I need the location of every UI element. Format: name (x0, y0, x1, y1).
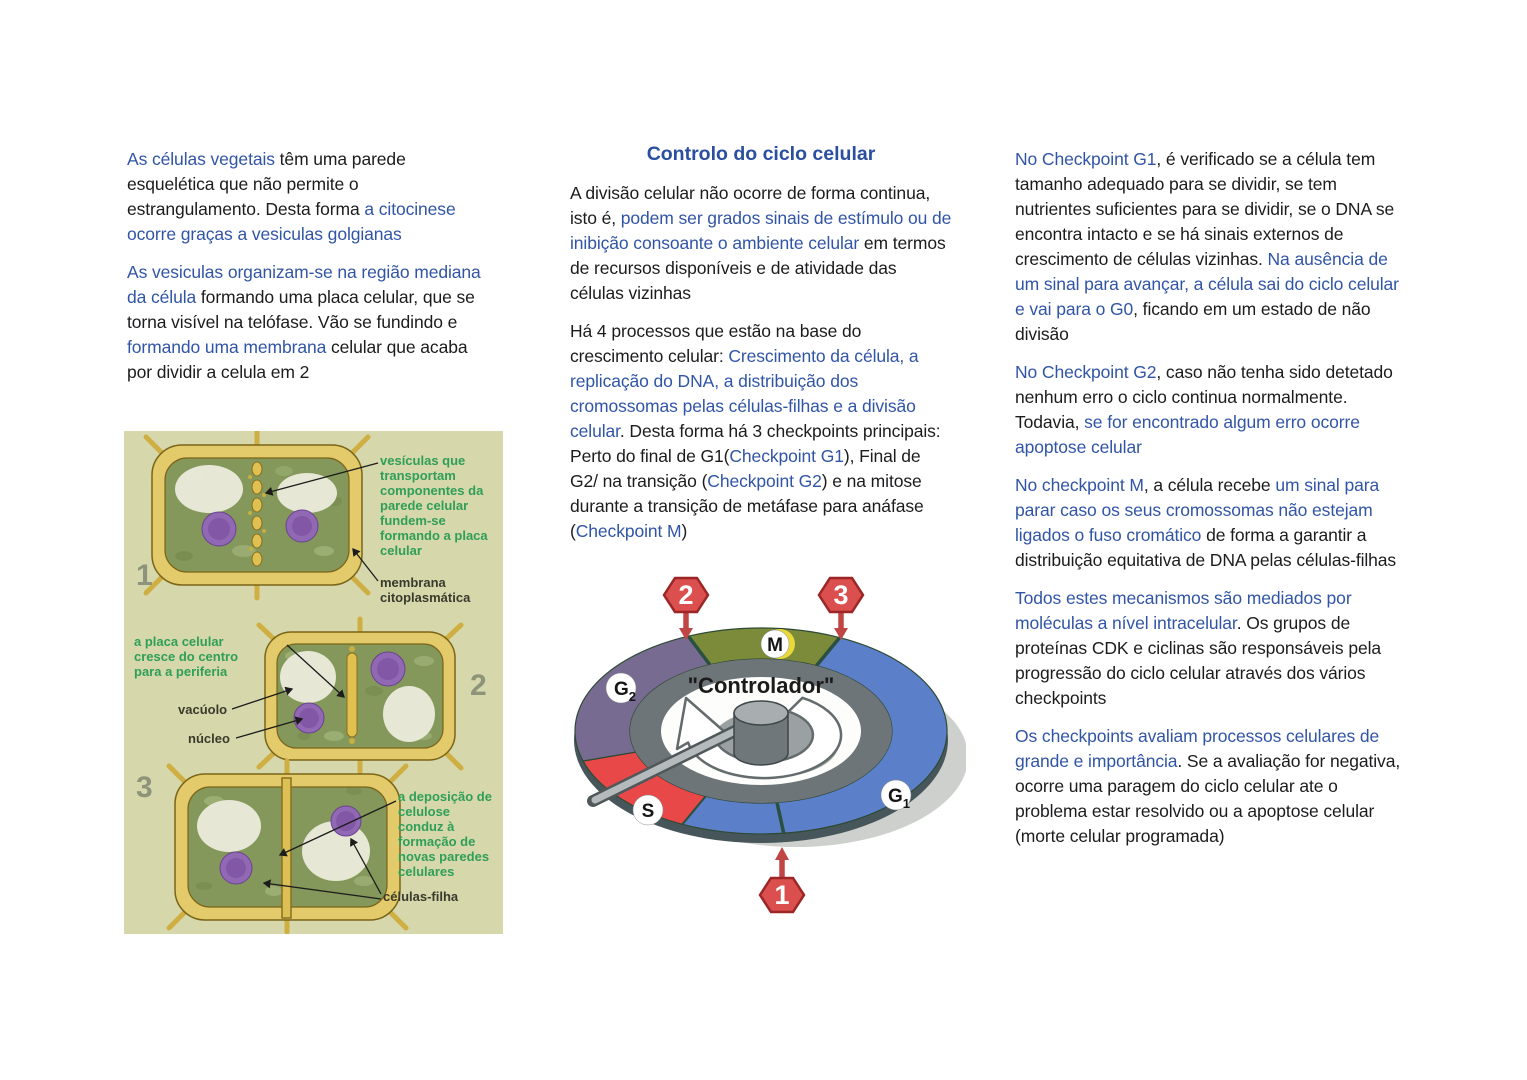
text-span: de forma a garantir a distribuição equit… (1015, 525, 1397, 570)
controller-lever (587, 717, 757, 807)
label-vesiculas: vesículas que transportam componentes da… (380, 453, 488, 558)
text-span: Checkpoint M (575, 521, 682, 541)
text-span: . Desta forma há 3 checkpoints principai… (570, 421, 941, 466)
paragraph-middle-1: A divisão celular não ocorre de forma co… (570, 181, 952, 306)
text-span: A divisão celular não ocorre de forma co… (570, 183, 931, 228)
cell-stage-2 (256, 616, 464, 777)
rotation-arrow (675, 696, 843, 780)
new-cell-wall (281, 777, 292, 919)
vacuole (302, 821, 370, 881)
text-span: Todos estes mecanismos são mediados por … (1015, 588, 1352, 633)
phase-labels: G2 M G1 S (605, 629, 912, 826)
text-span: ), Final de G2/ na transição ( (570, 446, 921, 491)
label-vacuolo: vacúolo (178, 702, 228, 717)
plant-cell-cytokinesis-figure: vesículas que transportam componentes da… (124, 431, 503, 934)
text-span: Na ausência de um sinal para avançar, a … (1015, 249, 1399, 319)
text-span: No Checkpoint G1 (1015, 149, 1157, 169)
phase-label-g2: G2 (614, 679, 636, 704)
vacuole (197, 800, 261, 852)
svg-text:2: 2 (678, 580, 693, 610)
text-span: a citocinese ocorre graças a vesiculas g… (127, 199, 456, 244)
checkpoint-marker-3: 3 (817, 576, 865, 640)
right-column: No Checkpoint G1, é verificado se a célu… (1015, 147, 1407, 862)
controller-hub (733, 700, 789, 766)
paragraph-right-3: No checkpoint M, a célula recebe um sina… (1015, 473, 1407, 573)
label-membrana: membrana citoplasmática (380, 575, 471, 605)
left-column: As células vegetais têm uma parede esque… (127, 147, 495, 398)
paragraph-right-2: No Checkpoint G2, caso não tenha sido de… (1015, 360, 1407, 460)
page-title: Controlo do ciclo celular (646, 143, 876, 165)
stage-number-3: 3 (136, 771, 153, 804)
text-span: No Checkpoint G2 (1015, 362, 1157, 382)
vacuole (277, 473, 337, 513)
svg-text:1: 1 (774, 880, 789, 910)
text-span: Há 4 processos que estão na base do cres… (570, 321, 862, 366)
text-span: ) e na mitose durante a transição de met… (570, 471, 924, 541)
paragraph-left-1: As células vegetais têm uma parede esque… (127, 147, 495, 247)
paragraph-right-1: No Checkpoint G1, é verificado se a célu… (1015, 147, 1407, 347)
text-span: formando uma placa celular, que se torna… (127, 287, 475, 332)
figure-pointer-lines (231, 462, 397, 900)
text-span: , é verificado se a célula tem tamanho a… (1015, 149, 1395, 269)
checkpoint-marker-1: 1 (758, 847, 806, 914)
stage-number-1: 1 (136, 559, 153, 592)
text-span: Os checkpoints avaliam processos celular… (1015, 726, 1380, 771)
text-span: ) (681, 521, 688, 541)
svg-text:3: 3 (833, 580, 848, 610)
cell-cycle-art: "Controlador" G2 M G1 S 2 (574, 576, 968, 914)
text-span: . Os grupos de proteínas CDK e ciclinas … (1015, 613, 1382, 708)
text-span: se for encontrado algum erro ocorre apop… (1015, 412, 1360, 457)
vacuole (383, 686, 435, 742)
text-span: têm uma parede esquelética que não permi… (127, 149, 406, 219)
text-span: Checkpoint G2 (707, 471, 822, 491)
phase-label-m: M (767, 635, 783, 656)
text-span: um sinal para parar caso os seus cromoss… (1015, 475, 1380, 545)
text-span: . Se a avaliação for negativa, ocorre um… (1015, 751, 1401, 846)
checkpoint-markers: 2 3 1 (662, 576, 865, 914)
phase-ring (574, 627, 948, 835)
text-span: , a célula recebe (1143, 475, 1276, 495)
phase-label-s: S (642, 801, 655, 822)
text-span: Checkpoint G1 (729, 446, 844, 466)
label-celulas-filha: células-filha (383, 889, 459, 904)
controller-label: "Controlador" (688, 673, 835, 698)
paragraph-right-4: Todos estes mecanismos são mediados por … (1015, 586, 1407, 711)
text-span: , ficando em um estado de não divisão (1015, 299, 1371, 344)
vesicle-chain (251, 461, 263, 567)
text-span: No checkpoint M (1015, 475, 1144, 495)
text-span: As células vegetais (127, 149, 275, 169)
middle-column: Controlo do ciclo celular A divisão celu… (570, 143, 952, 557)
text-span: podem ser grados sinais de estímulo ou d… (570, 208, 952, 253)
paragraph-left-2: As vesiculas organizam-se na região medi… (127, 260, 495, 385)
label-nucleo: núcleo (188, 731, 230, 746)
checkpoint-marker-2: 2 (662, 576, 710, 640)
paragraph-right-5: Os checkpoints avaliam processos celular… (1015, 724, 1407, 849)
text-span: Crescimento da célula, a replicação do D… (570, 346, 919, 441)
cell-stage-1 (143, 431, 371, 601)
text-span: em termos de recursos disponíveis e de a… (570, 233, 946, 303)
text-span: , caso não tenha sido detetado nenhum er… (1015, 362, 1393, 432)
cell-stage-3 (166, 758, 409, 934)
cell-texture (196, 787, 374, 896)
label-deposicao: a deposição de celulose conduz à formaçã… (398, 789, 492, 879)
stage-number-2: 2 (470, 669, 487, 702)
text-span: formando uma membrana (127, 337, 327, 357)
text-span: celular que acaba por dividir a celula e… (127, 337, 468, 382)
cell-plate (346, 652, 358, 738)
vacuole (175, 465, 243, 513)
cell-cycle-diagram: "Controlador" G2 M G1 S 2 (571, 573, 968, 935)
phase-label-g1: G1 (888, 786, 910, 811)
text-span: As vesiculas organizam-se na região medi… (127, 262, 481, 307)
label-placa-celular: a placa celular cresce do centro para a … (134, 634, 239, 679)
paragraph-middle-2: Há 4 processos que estão na base do cres… (570, 319, 952, 544)
checkpoint-ticks (681, 635, 841, 834)
plant-cell-art (143, 431, 464, 934)
vacuole (280, 651, 336, 703)
